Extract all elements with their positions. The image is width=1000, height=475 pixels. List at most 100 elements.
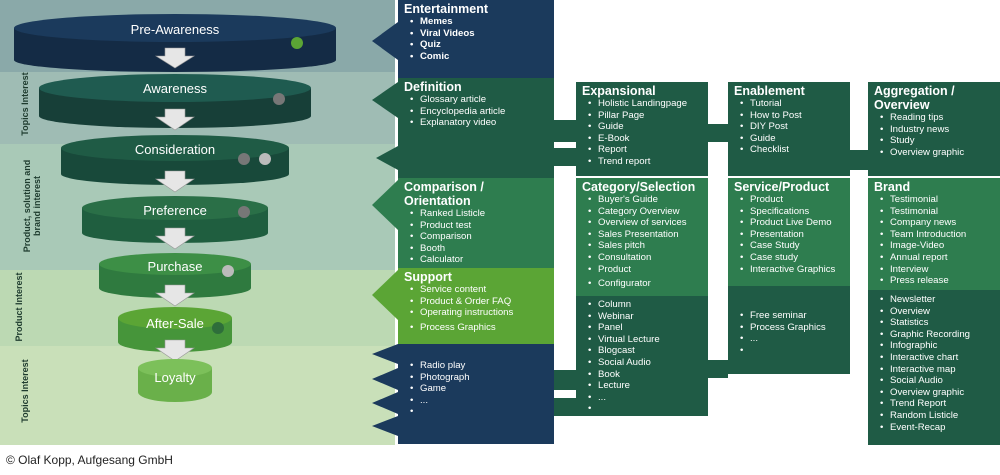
list-item: Configurator: [588, 278, 702, 290]
column4-box: Free seminar Process Graphics ...: [728, 286, 850, 374]
list-item: Team Introduction: [880, 229, 994, 241]
list-item: Product: [740, 194, 844, 206]
down-arrow: [155, 108, 195, 131]
stage-dot: [238, 153, 250, 165]
aggregation-title: Aggregation / Overview: [874, 84, 955, 112]
aggregation-box: Aggregation / Overview Reading tips Indu…: [868, 82, 1000, 176]
stage-label-awareness: Awareness: [143, 81, 208, 96]
list-item: Pillar Page: [588, 110, 702, 122]
column5-box: Newsletter Overview Statistics Graphic R…: [868, 290, 1000, 445]
stage-dot: [222, 265, 234, 277]
stage-label-after-sale: After-Sale: [146, 316, 204, 331]
stage-label-preference: Preference: [143, 203, 207, 218]
stage-label-purchase: Purchase: [148, 259, 203, 274]
stage-dot: [291, 37, 303, 49]
list-item: Testimonial: [880, 194, 994, 206]
list-item: Guide: [740, 133, 844, 145]
list-item: Operating instructions: [410, 307, 548, 319]
down-arrow: [155, 170, 195, 193]
service-title: Service/Product: [734, 180, 830, 194]
down-arrow: [155, 227, 195, 250]
list-item: Presentation: [740, 229, 844, 241]
list-item: Process Graphics: [410, 322, 548, 334]
copyright-text: © Olaf Kopp, Aufgesang GmbH: [6, 453, 173, 467]
list-item: Interactive chart: [880, 352, 994, 364]
column2-strip: [576, 0, 708, 82]
list-item: Report: [588, 144, 702, 156]
stage-dot: [273, 93, 285, 105]
list-item: Sales Presentation: [588, 229, 702, 241]
list-item: Trend report: [588, 156, 702, 168]
list-item: Graphic Recording: [880, 329, 994, 341]
brand-box: Brand Testimonial Testimonial Company ne…: [868, 178, 1000, 290]
list-item: Column: [588, 299, 702, 311]
list-item: Blogcast: [588, 345, 702, 357]
list-item: Comic: [410, 51, 548, 63]
list-item: Overview: [880, 306, 994, 318]
list-item: Specifications: [740, 206, 844, 218]
list-item: Consultation: [588, 252, 702, 264]
list-item: Encyclopedia article: [410, 106, 548, 118]
funnel-stage-after-sale: After-Sale: [118, 307, 232, 352]
expansional-title: Expansional: [582, 84, 656, 98]
list-item: Category Overview: [588, 206, 702, 218]
funnel-stage-loyalty: Loyalty: [138, 359, 212, 402]
support-box: Support Service content Product & Order …: [398, 268, 554, 344]
list-item: Case Study: [740, 240, 844, 252]
brand-title: Brand: [874, 180, 911, 194]
list-item: Company news: [880, 217, 994, 229]
list-item: Panel: [588, 322, 702, 334]
list-item: Overview of services: [588, 217, 702, 229]
stage-dot: [238, 206, 250, 218]
list-item: Industry news: [880, 124, 994, 136]
list-item: Buyer's Guide: [588, 194, 702, 206]
list-item: Infographic: [880, 340, 994, 352]
list-item: Event-Recap: [880, 422, 994, 434]
list-item: Product & Order FAQ: [410, 296, 548, 308]
list-item: Memes: [410, 16, 548, 28]
list-item: Interview: [880, 264, 994, 276]
funnel-diagram: Pre-Awareness Awareness Consideration Pr…: [14, 14, 336, 402]
list-item: Game: [410, 383, 548, 395]
enablement-title: Enablement: [734, 84, 805, 98]
list-item: ...: [588, 392, 702, 404]
list-item: Free seminar: [740, 310, 844, 322]
list-item: Interactive map: [880, 364, 994, 376]
list-item: Statistics: [880, 317, 994, 329]
list-item: Photograph: [410, 372, 548, 384]
list-item: Tutorial: [740, 98, 844, 110]
support-title: Support: [404, 270, 452, 284]
list-item: Image-Video: [880, 240, 994, 252]
column3-box: Column Webinar Panel Virtual Lecture Blo…: [576, 296, 708, 416]
list-item: Testimonial: [880, 206, 994, 218]
list-item: Glossary article: [410, 94, 548, 106]
list-item: DIY Post: [740, 121, 844, 133]
expansional-box: Expansional Holistic Landingpage Pillar …: [576, 82, 708, 176]
list-item: Product: [588, 264, 702, 276]
list-item: Product Live Demo: [740, 217, 844, 229]
stage-dot: [212, 322, 224, 334]
comparison-box: Comparison / Orientation Ranked Listicle…: [398, 178, 554, 268]
list-item: Ranked Listicle: [410, 208, 548, 220]
list-item: Sales pitch: [588, 240, 702, 252]
list-item: Reading tips: [880, 112, 994, 124]
list-item: Overview graphic: [880, 147, 994, 159]
list-item: Annual report: [880, 252, 994, 264]
down-arrow: [155, 284, 195, 307]
funnel-stage-purchase: Purchase: [99, 253, 251, 298]
list-item: Booth: [410, 243, 548, 255]
list-item: Overview graphic: [880, 387, 994, 399]
list-item: Newsletter: [880, 294, 994, 306]
list-item: Calculator: [410, 254, 548, 266]
stage-label-consideration: Consideration: [135, 142, 215, 157]
entertainment-title: Entertainment: [404, 2, 489, 16]
list-item: Comparison: [410, 231, 548, 243]
enablement-box: Enablement Tutorial How to Post DIY Post…: [728, 82, 850, 176]
list-item: Interactive Graphics: [740, 264, 844, 276]
list-item: E-Book: [588, 133, 702, 145]
list-item: Product test: [410, 220, 548, 232]
list-item: Quiz: [410, 39, 548, 51]
funnel-stage-awareness: Awareness: [39, 74, 311, 128]
list-item: Study: [880, 135, 994, 147]
category-box: Category/Selection Buyer's Guide Categor…: [576, 178, 708, 296]
